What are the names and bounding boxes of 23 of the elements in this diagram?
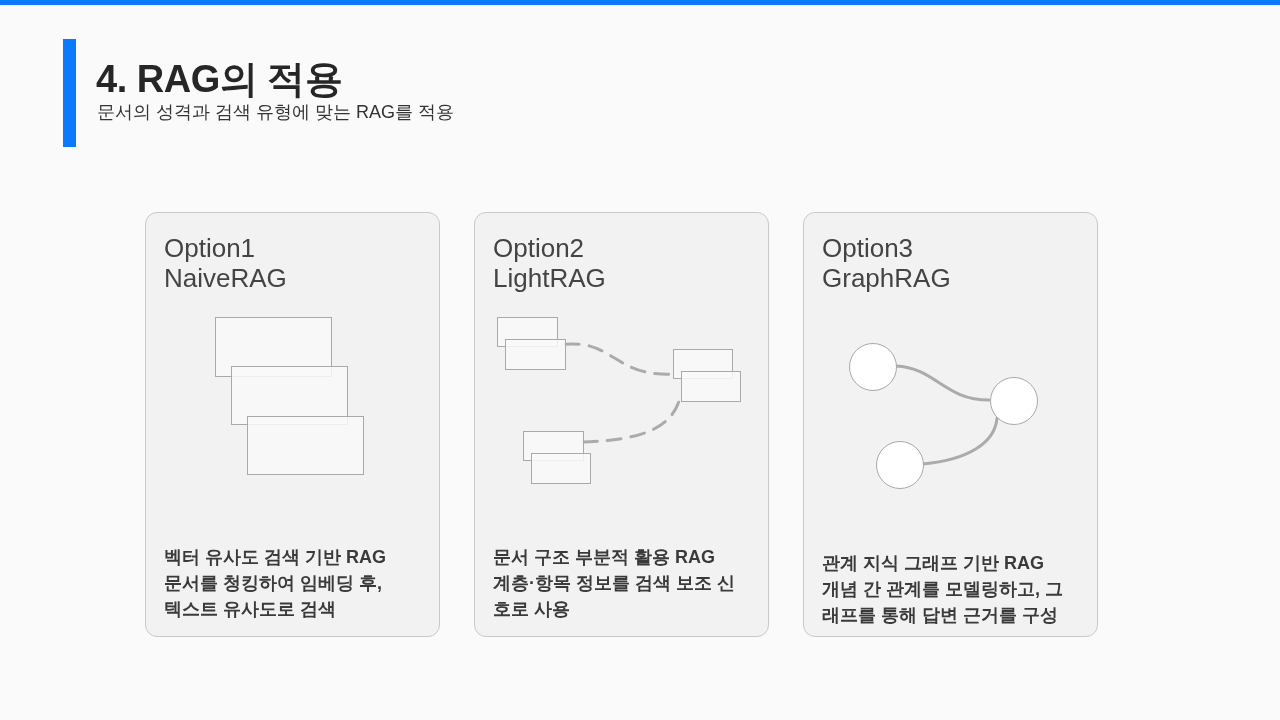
empty-rectangle xyxy=(681,371,741,402)
option-card xyxy=(145,212,440,637)
card-description: 계층·항목 정보를 검색 보조 신호로 사용 xyxy=(493,572,736,621)
option-heading: Option3 GraphRAG xyxy=(822,233,952,293)
option-card xyxy=(803,212,1098,637)
connector-line xyxy=(921,416,999,466)
option-card xyxy=(474,212,769,637)
slide-subtitle: 문서의 성격과 검색 유형에 맞는 RAG를 적용 xyxy=(97,101,454,124)
connector-line xyxy=(894,364,991,402)
empty-rectangle xyxy=(505,339,566,370)
option-heading: Option2 LightRAG xyxy=(493,233,607,293)
card-summary: 벡터 유사도 검색 기반 RAG xyxy=(164,546,387,569)
empty-rectangle xyxy=(247,416,364,475)
slide-title: 4. RAG의 적용 xyxy=(96,57,343,101)
card-summary: 관계 지식 그래프 기반 RAG xyxy=(822,552,1045,575)
option-heading: Option1 NaiveRAG xyxy=(164,233,288,293)
empty-rectangle xyxy=(531,453,591,484)
card-summary: 문서 구조 부분적 활용 RAG xyxy=(493,546,716,569)
empty-circle xyxy=(876,441,924,489)
empty-circle xyxy=(990,377,1038,425)
card-description: 문서를 청킹하여 임베딩 후, 텍스트 유사도로 검색 xyxy=(164,572,383,621)
card-description: 개념 간 관계를 모델링하고, 그래프를 통해 답변 근거를 구성 xyxy=(822,578,1064,627)
empty-circle xyxy=(849,343,897,391)
